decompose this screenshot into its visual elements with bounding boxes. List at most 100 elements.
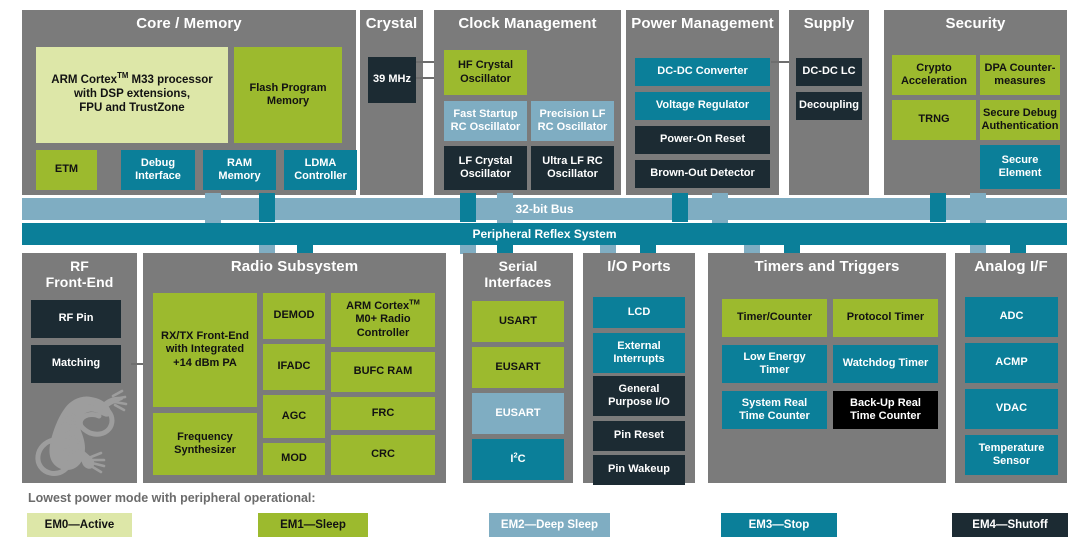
block-frc: FRC — [331, 397, 435, 430]
block-matching: Matching — [31, 345, 121, 383]
block-decoupling: Decoupling — [796, 92, 862, 120]
bus-stub-analog-light — [970, 245, 986, 254]
block-dc-dc-converter: DC-DC Converter — [635, 58, 770, 86]
block-mod: MOD — [263, 443, 325, 475]
panel-title-power-management: Power Management — [631, 15, 774, 32]
bus-gap-clock-light — [497, 217, 513, 224]
legend-item-em1: EM1—Sleep — [258, 513, 368, 537]
bus-stub-security-dark — [930, 193, 946, 202]
block-flash-program-memory: Flash Program Memory — [234, 47, 342, 143]
bus-stub-io-light — [600, 245, 616, 254]
bus-link-core-dark — [259, 198, 275, 222]
block-pin-wakeup: Pin Wakeup — [593, 455, 685, 485]
block-demod: DEMOD — [263, 293, 325, 339]
block-dc-dc-lc: DC-DC LC — [796, 58, 862, 86]
block-eusart-em2: EUSART — [472, 393, 564, 434]
wire-crystal-hfxo-top — [416, 61, 444, 63]
block-power-on-reset: Power-On Reset — [635, 126, 770, 154]
block-vdac: VDAC — [965, 389, 1058, 429]
panel-title-crystal: Crystal — [365, 15, 418, 32]
panel-title-security: Security — [945, 15, 1006, 32]
bus-stub-core-light — [205, 193, 221, 202]
panel-title-clock-management: Clock Management — [458, 15, 597, 32]
block-rf-pin: RF Pin — [31, 300, 121, 338]
wire-dcdc-converter-to-lc — [771, 61, 795, 63]
block-adc: ADC — [965, 297, 1058, 337]
block-ifadc: IFADC — [263, 344, 325, 390]
block-watchdog-timer: Watchdog Timer — [833, 345, 938, 383]
panel-title-radio-subsystem: Radio Subsystem — [230, 258, 359, 275]
block-usart: USART — [472, 301, 564, 342]
bus-stub-serial-light — [460, 245, 476, 254]
gecko-logo — [35, 389, 128, 476]
panel-timers-and-triggers: Timers and Triggers Timer/Counter Protoc… — [708, 253, 946, 483]
block-etm: ETM — [36, 150, 97, 190]
block-pin-reset: Pin Reset — [593, 421, 685, 451]
bus-gap-core-light — [205, 217, 221, 224]
block-bufc-ram: BUFC RAM — [331, 352, 435, 392]
block-voltage-regulator: Voltage Regulator — [635, 92, 770, 120]
panel-title-analog-if: Analog I/F — [974, 258, 1048, 275]
bus-stub-io-dark — [640, 245, 656, 254]
panel-title-supply: Supply — [803, 15, 855, 32]
bus-stub-core-dark — [259, 193, 275, 202]
bus-stub-analog-dark — [1010, 245, 1026, 254]
wire-matching-to-rxtx — [131, 363, 153, 365]
block-ram-memory: RAM Memory — [203, 150, 276, 190]
block-i2c: I2C — [472, 439, 564, 480]
bus-stub-power-light — [712, 193, 728, 202]
bus-gap-security-light — [970, 217, 986, 224]
bus-stub-radio-light — [259, 245, 275, 254]
bus-stub-timers-dark — [784, 245, 800, 254]
bus-link-clock-dark — [460, 198, 476, 222]
panel-title-timers-and-triggers: Timers and Triggers — [754, 258, 900, 275]
panel-supply: Supply DC-DC LC Decoupling — [789, 10, 869, 195]
bus-stub-security-light — [970, 193, 986, 202]
panel-crystal: Crystal 39 MHz — [360, 10, 423, 195]
panel-power-management: Power Management DC-DC Converter Voltage… — [626, 10, 779, 195]
block-debug-interface: Debug Interface — [121, 150, 195, 190]
bus-prs-label: Peripheral Reflex System — [472, 227, 617, 241]
block-timer-counter: Timer/Counter — [722, 299, 827, 337]
block-agc: AGC — [263, 395, 325, 438]
bus-stub-radio-dark — [297, 245, 313, 254]
bus-32-bit-label: 32-bit Bus — [515, 202, 574, 216]
bus-32-bit: 32-bit Bus — [22, 198, 1067, 220]
bus-stub-clock-dark — [460, 193, 476, 202]
block-lcd: LCD — [593, 297, 685, 328]
legend-item-em2: EM2—Deep Sleep — [489, 513, 610, 537]
bus-stub-serial-dark — [497, 245, 513, 254]
bus-gap-power-light — [712, 217, 728, 224]
block-dpa-countermeasures: DPA Counter-measures — [980, 55, 1060, 95]
wire-crystal-hfxo-bottom — [416, 77, 444, 79]
legend-item-em0: EM0—Active — [27, 513, 132, 537]
bus-stub-power-dark — [672, 193, 688, 202]
block-protocol-timer: Protocol Timer — [833, 299, 938, 337]
bus-stub-timers-light — [744, 245, 760, 254]
